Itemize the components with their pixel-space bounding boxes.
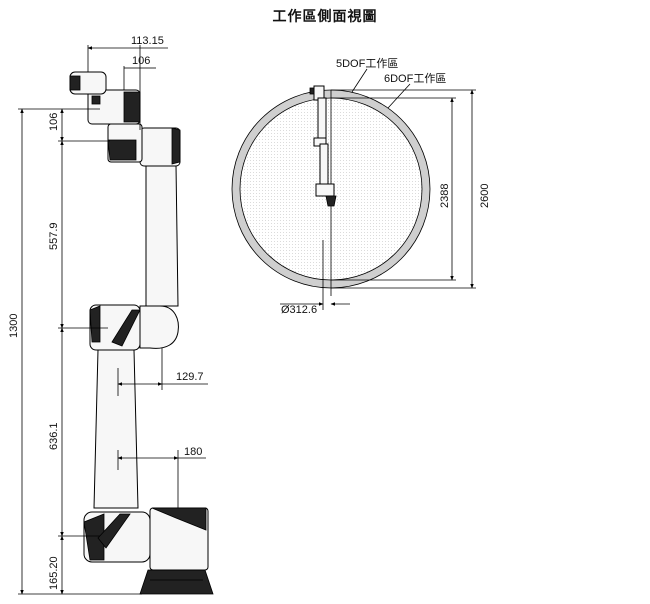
label-6dof-workspace: 6DOF工作區: [384, 72, 446, 85]
label-5dof-workspace: 5DOF工作區: [336, 57, 398, 70]
workspace-envelope: [231, 85, 431, 310]
page-title: 工作區側面視圖: [272, 8, 378, 24]
base-pedestal: [139, 569, 214, 595]
dim-forearm-offset: 129.7: [176, 371, 204, 383]
dim-total-height: 1300: [8, 314, 20, 338]
dim-base-offset: 180: [184, 446, 202, 458]
dim-link-top: 106: [48, 113, 60, 131]
workspace-dimension-lines: [280, 68, 476, 306]
dim-workspace-diameter: Ø312.6: [281, 304, 317, 316]
robot-arm-side-view: [69, 71, 214, 595]
dim-upper-arm: 557.9: [48, 222, 60, 250]
arm-dimension-lines: [18, 45, 208, 595]
dim-top-offset-outer: 113.15: [131, 35, 164, 47]
dim-base-height: 165.20: [48, 556, 60, 590]
dim-workspace-outer-height: 2600: [479, 184, 491, 208]
dim-workspace-inner-height: 2388: [439, 184, 451, 208]
upper-arm-link: [145, 164, 179, 307]
dim-lower-arm: 636.1: [48, 422, 60, 450]
lower-arm-link: [93, 349, 139, 509]
dim-top-offset-inner: 106: [132, 55, 150, 67]
